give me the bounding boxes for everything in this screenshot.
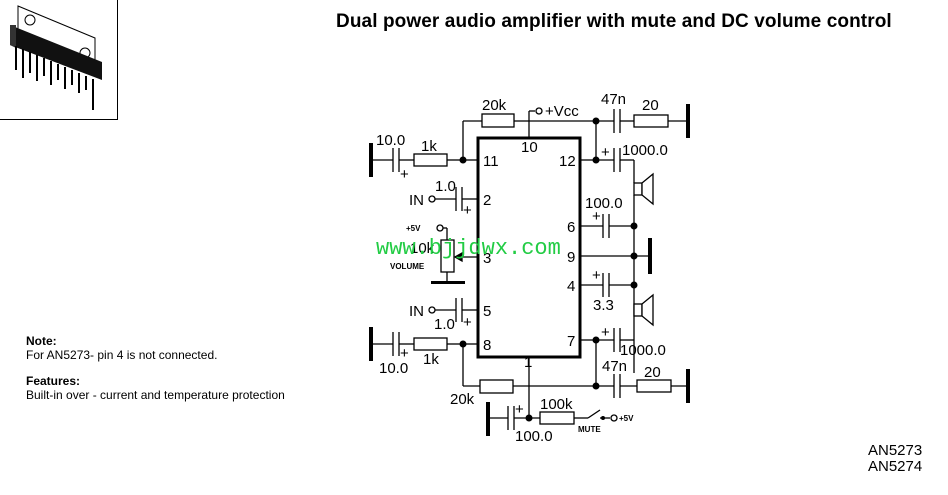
features-text: Built-in over - current and temperature … (26, 388, 285, 402)
ground-symbol (686, 369, 690, 403)
resistor-20k-top-label: 20k (482, 97, 507, 114)
resistor-1k-bottom-label: 1k (423, 351, 439, 368)
ground-symbol (486, 402, 490, 436)
volume-label: VOLUME (390, 262, 425, 271)
cap-10-top-label: 10.0 (376, 132, 405, 149)
part-numbers: AN5273 AN5274 (868, 443, 922, 475)
cap-10-bottom-label: 10.0 (379, 360, 408, 377)
part-number: AN5274 (868, 458, 923, 475)
pot-10k-label: 10k (410, 240, 435, 257)
plus-sign: + (400, 345, 409, 362)
ground-symbol (431, 281, 465, 284)
resistor-20-bottom-label: 20 (644, 364, 661, 381)
mute-label: MUTE (578, 425, 601, 434)
plus-sign: + (601, 144, 610, 161)
cap-100-pin6-label: 100.0 (585, 195, 623, 212)
cap-47n-bottom-label: 47n (602, 358, 627, 375)
mute-supply-label: +5V (619, 414, 634, 423)
ground-symbol (648, 238, 652, 274)
pin-8-label: 8 (483, 337, 491, 354)
plus-sign: + (463, 202, 472, 219)
ground-symbol (369, 327, 373, 361)
pin-11-label: 11 (483, 153, 499, 170)
cap-1000-bottom-label: 1000.0 (620, 342, 666, 359)
part-number: AN5273 (868, 442, 923, 459)
features-heading: Features: (26, 374, 81, 388)
resistor-100k-label: 100k (540, 396, 573, 413)
note-heading: Note: (26, 334, 57, 348)
resistor-20k-bottom-label: 20k (450, 391, 475, 408)
pin-4-label: 4 (567, 278, 575, 295)
ground-symbol (686, 104, 690, 138)
cap-mute-label: 100.0 (515, 428, 553, 445)
note-text: For AN5273- pin 4 is not connected. (26, 348, 218, 362)
plus-sign: + (592, 208, 601, 225)
pin-9-label: 9 (567, 249, 575, 266)
cap-3.3-label: 3.3 (593, 297, 614, 314)
plus-sign: + (592, 267, 601, 284)
vcc-label: +Vcc (545, 103, 579, 120)
package-image-frame (0, 0, 118, 120)
notes-block: Note: For AN5273- pin 4 is not connected… (26, 334, 285, 402)
cap-in-top-label: 1.0 (435, 178, 456, 195)
input-bottom-label: IN (409, 303, 424, 320)
pin-6-label: 6 (567, 219, 575, 236)
pin-5-label: 5 (483, 303, 491, 320)
ground-symbol (369, 143, 373, 177)
cap-in-bottom-label: 1.0 (434, 316, 455, 333)
cap-47n-top-label: 47n (601, 91, 626, 108)
plus-sign: + (400, 166, 409, 183)
resistor-20-top-label: 20 (642, 97, 659, 114)
plus-sign: + (463, 314, 472, 331)
volume-supply-label: +5V (406, 224, 421, 233)
input-top-label: IN (409, 192, 424, 209)
cap-1000-top-label: 1000.0 (622, 142, 668, 159)
pin-12-label: 12 (559, 153, 576, 170)
plus-sign: + (515, 401, 524, 418)
pin-7-label: 7 (567, 333, 575, 350)
plus-sign: + (601, 324, 610, 341)
pin-3-label: 3 (483, 250, 491, 267)
pin-10-label: 10 (521, 139, 538, 156)
page-title: Dual power audio amplifier with mute and… (336, 11, 892, 32)
watermark: www.bjjdwx.com (376, 236, 561, 261)
resistor-1k-top-label: 1k (421, 138, 437, 155)
pin-1-label: 1 (524, 354, 532, 371)
pin-2-label: 2 (483, 192, 491, 209)
ic-package-icon (10, 5, 102, 110)
